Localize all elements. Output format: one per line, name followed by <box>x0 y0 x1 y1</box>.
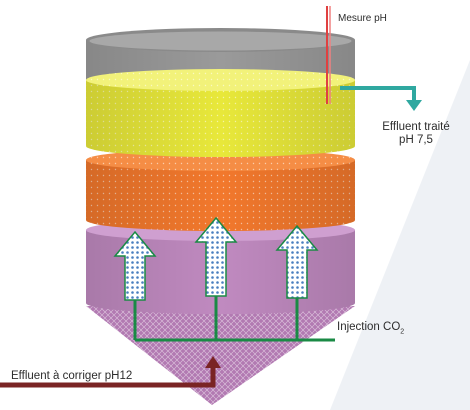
treated-effluent-label-line1: Effluent traité <box>382 121 450 133</box>
yellow-layer <box>86 69 355 158</box>
orange-layer <box>86 149 355 232</box>
tank-upper-empty <box>86 28 355 80</box>
ph-measure-label: Mesure pH <box>338 13 387 24</box>
effluent-out-pipe <box>340 86 422 111</box>
effluent-in-pipe <box>0 356 221 388</box>
background-shape <box>330 60 470 410</box>
effluent-to-correct-label: Effluent à corriger pH12 <box>11 370 133 382</box>
ph-probe <box>326 6 331 104</box>
up-arrow-icon <box>113 230 157 301</box>
up-arrow-icon <box>275 224 319 299</box>
co2-subscript: 2 <box>400 328 405 336</box>
treated-effluent-label: Effluent traité pH 7,5 <box>360 121 470 147</box>
tank-cone <box>86 306 355 405</box>
co2-injection-label-text: Injection CO <box>337 321 401 333</box>
treated-effluent-label-line2: pH 7,5 <box>399 134 433 146</box>
co2-injection-label: Injection CO2 <box>337 321 404 335</box>
up-arrow-icon <box>194 216 238 297</box>
